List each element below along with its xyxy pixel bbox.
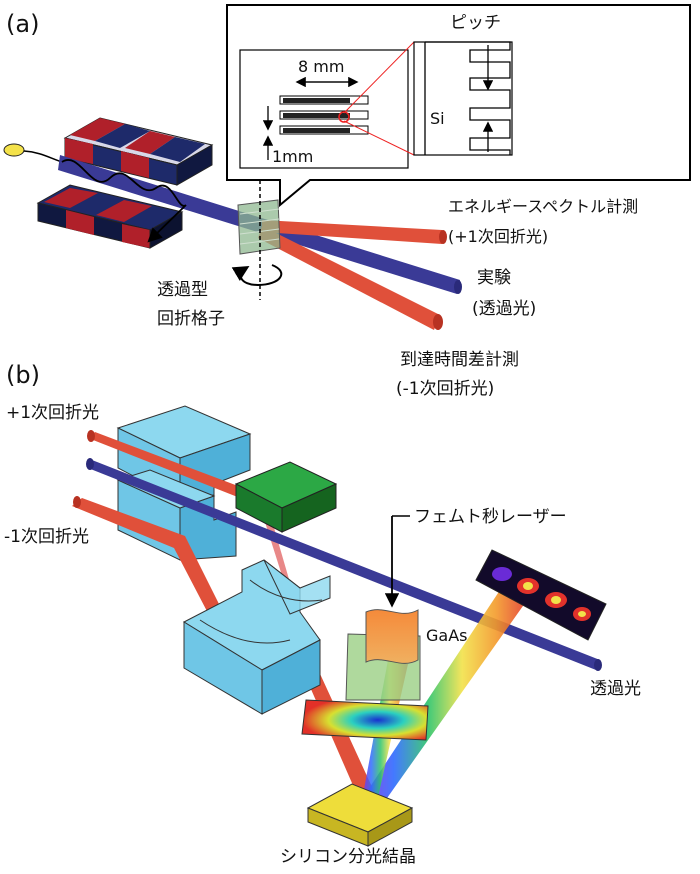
label-experiment-sub: (透過光) <box>472 299 536 319</box>
green-mirror <box>234 461 338 533</box>
undulator-top <box>63 117 214 186</box>
beam-minus1-a <box>258 226 443 330</box>
inset-callout <box>226 4 691 208</box>
electron-source <box>3 143 25 157</box>
label-arrival-time-sub: (-1次回折光) <box>396 379 494 399</box>
inset-width-label: 8 mm <box>298 57 344 76</box>
label-minus1-order: -1次回折光 <box>4 527 89 547</box>
label-experiment: 実験 <box>477 268 511 288</box>
label-energy-spectrum-sub: (+1次回折光) <box>448 227 548 246</box>
inset-pitch-label: ピッチ <box>450 13 501 33</box>
label-silicon-crystal: シリコン分光結晶 <box>280 847 416 867</box>
beam-minus1-b <box>72 496 378 806</box>
spectrum-image <box>475 549 607 641</box>
beam-transmitted-b <box>86 458 602 671</box>
label-gaas: GaAs <box>426 626 467 645</box>
transmission-grating <box>237 199 281 255</box>
gaas-sample <box>345 609 421 701</box>
panel-a-label: (a) <box>6 10 39 38</box>
label-grating-sub: 回折格子 <box>157 309 225 329</box>
electron-wiggle-path <box>61 159 187 243</box>
inset-si-label: Si <box>430 109 445 128</box>
cyan-block-lower <box>182 559 331 715</box>
heatmap-plate <box>301 699 429 741</box>
label-femtosecond-laser: フェムト秒レーザー <box>414 507 567 527</box>
label-energy-spectrum: エネルギースペクトル計測 <box>448 197 638 216</box>
silicon-crystal <box>306 783 414 847</box>
label-grating: 透過型 <box>157 280 208 300</box>
label-plus1-order: +1次回折光 <box>6 403 99 423</box>
rotation-arrow <box>231 264 283 287</box>
panel-b-label: (b) <box>6 361 40 389</box>
label-transmitted: 透過光 <box>590 679 641 699</box>
label-arrival-time: 到達時間差計測 <box>400 350 519 370</box>
inset-height-label: 1mm <box>272 147 313 166</box>
beam-plus1-a <box>262 220 447 244</box>
